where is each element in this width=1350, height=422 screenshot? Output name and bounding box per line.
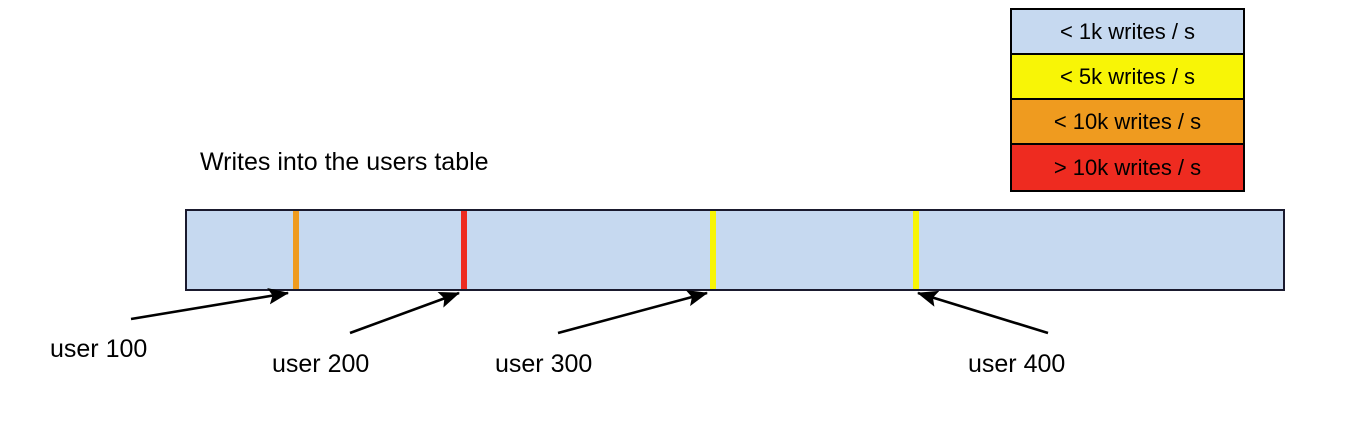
arrow-user-300: [557, 290, 709, 335]
label-user-400: user 400: [968, 350, 1066, 378]
arrow-user-100: [130, 288, 290, 321]
marker-user-100: [293, 211, 299, 289]
legend-item-label: > 10k writes / s: [1053, 154, 1202, 180]
label-user-300: user 300: [495, 350, 593, 378]
arrow-user-400: [917, 290, 1049, 335]
label-user-200: user 200: [272, 350, 370, 378]
users-table-bar: [185, 209, 1285, 291]
bar-base-fill: [187, 211, 1283, 289]
write-rate-legend: < 1k writes / s < 5k writes / s < 10k wr…: [1010, 8, 1245, 192]
chart-title: Writes into the users table: [200, 148, 489, 176]
legend-item-label: < 10k writes / s: [1053, 108, 1202, 134]
legend-item-lt-10k: < 10k writes / s: [1012, 100, 1243, 145]
legend-item-label: < 5k writes / s: [1059, 63, 1196, 89]
marker-user-200: [461, 211, 467, 289]
legend-item-lt-5k: < 5k writes / s: [1012, 55, 1243, 100]
legend-item-gt-10k: > 10k writes / s: [1012, 145, 1243, 190]
marker-user-400: [913, 211, 919, 289]
legend-item-lt-1k: < 1k writes / s: [1012, 10, 1243, 55]
marker-user-300: [710, 211, 716, 289]
legend-item-label: < 1k writes / s: [1059, 18, 1196, 44]
label-user-100: user 100: [50, 335, 148, 363]
arrow-user-200: [349, 291, 460, 335]
